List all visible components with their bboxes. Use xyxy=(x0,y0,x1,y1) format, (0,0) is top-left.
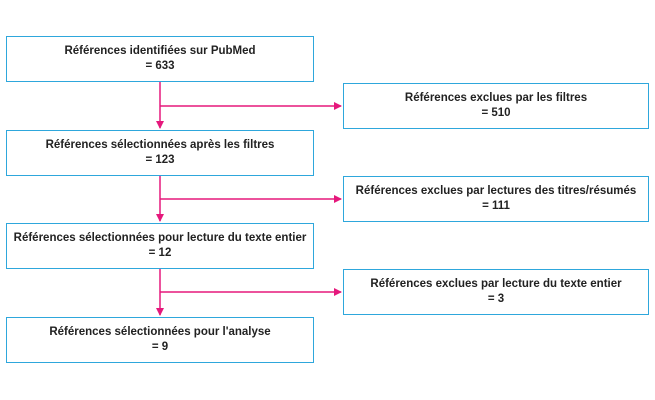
box-selected-for-analysis: Références sélectionnées pour l'analyse … xyxy=(6,317,314,363)
box-count: = 3 xyxy=(487,293,505,305)
box-count: = 111 xyxy=(482,200,510,212)
box-excluded-by-fulltext: Références exclues par lecture du texte … xyxy=(343,269,649,315)
box-count: = 9 xyxy=(151,341,169,353)
box-selected-after-filters: Références sélectionnées après les filtr… xyxy=(6,130,314,176)
box-count: = 123 xyxy=(145,154,175,166)
box-selected-for-fulltext: Références sélectionnées pour lecture du… xyxy=(6,223,314,269)
box-title: Références sélectionnées pour l'analyse xyxy=(49,326,271,338)
box-excluded-by-titles-abstracts: Références exclues par lectures des titr… xyxy=(343,176,649,222)
box-excluded-by-filters: Références exclues par les filtres = 510 xyxy=(343,83,649,129)
box-title: Références exclues par lectures des titr… xyxy=(355,185,637,197)
box-count: = 510 xyxy=(481,107,511,119)
box-title: Références exclues par les filtres xyxy=(404,92,588,104)
box-title: Références identifiées sur PubMed xyxy=(64,45,256,57)
box-identified-references: Références identifiées sur PubMed = 633 xyxy=(6,36,314,82)
box-title: Références sélectionnées pour lecture du… xyxy=(13,232,307,244)
box-title: Références exclues par lecture du texte … xyxy=(370,278,622,290)
box-count: = 633 xyxy=(145,60,175,72)
box-title: Références sélectionnées après les filtr… xyxy=(45,139,275,151)
box-count: = 12 xyxy=(148,247,172,259)
